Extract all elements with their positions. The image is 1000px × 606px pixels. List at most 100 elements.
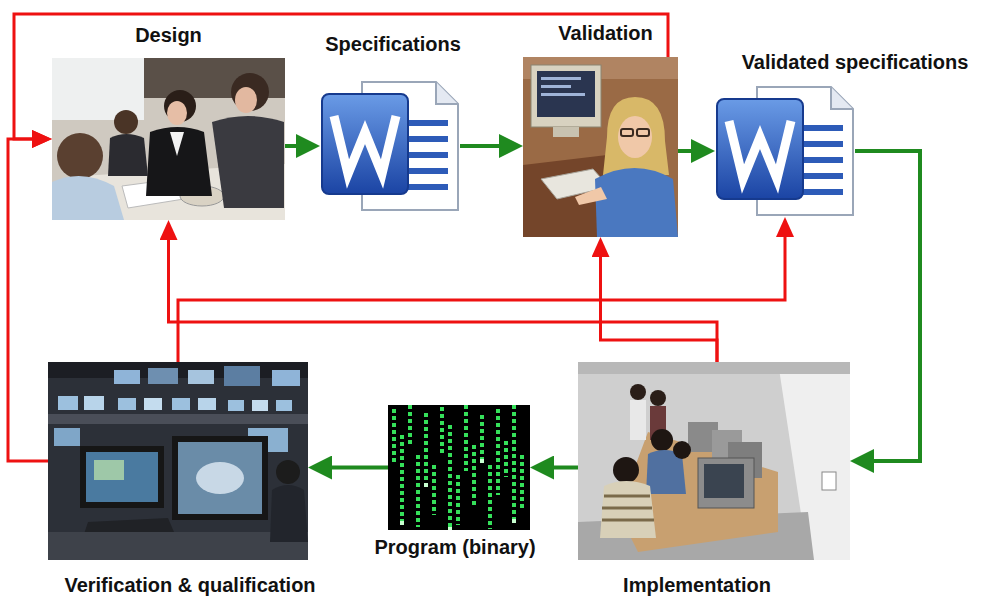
image-node: Program (binary) bbox=[388, 405, 530, 530]
control-room-photo-part bbox=[48, 414, 308, 424]
control-room-photo-part bbox=[48, 532, 308, 560]
meeting-photo-part bbox=[170, 132, 184, 156]
programming-lab-photo-part bbox=[650, 390, 666, 406]
tester-photo-part bbox=[541, 93, 585, 96]
tester-photo-part bbox=[537, 71, 595, 117]
image-node: Validation bbox=[523, 57, 678, 237]
tester-photo-part bbox=[531, 65, 601, 127]
flow-arrow bbox=[678, 149, 705, 153]
control-room-photo-part bbox=[80, 446, 164, 508]
control-room-photo-part bbox=[144, 398, 162, 410]
control-room-photo-part bbox=[276, 400, 292, 411]
binary-code-image-part-part bbox=[512, 519, 516, 523]
programming-lab-photo-part bbox=[578, 362, 850, 374]
feedback-arrow bbox=[601, 245, 718, 362]
image-node: Specifications bbox=[320, 80, 460, 212]
document-icon-part bbox=[322, 82, 458, 210]
label-group: Validation bbox=[558, 22, 652, 45]
programming-lab-photo-part bbox=[630, 400, 646, 440]
binary-code-image-part-part bbox=[424, 483, 428, 487]
meeting-photo-part bbox=[114, 110, 138, 134]
tester-photo-part bbox=[595, 168, 678, 237]
tester-photo-part bbox=[541, 77, 581, 80]
programming-lab-photo-part bbox=[698, 458, 754, 508]
control-room-photo-part bbox=[252, 400, 268, 411]
image-node: Implementation bbox=[578, 362, 850, 560]
label-group: Design bbox=[135, 24, 202, 47]
binary-code-image-part-part bbox=[400, 435, 404, 523]
binary-code-image-part bbox=[394, 405, 522, 529]
control-room-photo-part bbox=[84, 396, 104, 410]
tester-photo-part bbox=[553, 127, 579, 137]
binary-code-image-part-part bbox=[464, 405, 468, 471]
programming-lab-photo-part bbox=[613, 457, 639, 483]
meeting-photo-part bbox=[235, 87, 257, 113]
programming-lab-photo-part bbox=[822, 472, 836, 490]
tester-photo-part bbox=[637, 129, 649, 136]
programming-lab-photo-part bbox=[630, 384, 646, 400]
node-label: Specifications bbox=[325, 33, 461, 56]
binary-code-image-part-part bbox=[432, 465, 436, 515]
flow-arrow bbox=[318, 466, 388, 470]
control-room-photo-part bbox=[188, 370, 214, 384]
binary-code-image-part-part bbox=[456, 475, 460, 525]
control-room-photo-part bbox=[54, 428, 80, 446]
feedback-arrow bbox=[178, 225, 785, 362]
binary-code-image bbox=[388, 405, 530, 530]
meeting-photo-part bbox=[57, 133, 103, 179]
tester-photo bbox=[523, 57, 678, 237]
document-icon bbox=[322, 82, 458, 210]
label-group: Specifications bbox=[325, 33, 461, 56]
flow-arrow bbox=[460, 144, 513, 148]
programming-lab-photo-part bbox=[600, 481, 656, 538]
control-room-photo-part bbox=[172, 436, 268, 520]
node-label: Verification & qualification bbox=[64, 574, 315, 597]
label-group: Program (binary) bbox=[374, 536, 535, 559]
control-room-photo-part bbox=[48, 362, 308, 560]
programming-lab-photo-part bbox=[651, 429, 673, 451]
meeting-photo-part bbox=[146, 127, 212, 196]
tester-photo-part bbox=[618, 116, 652, 158]
control-room-photo-part bbox=[196, 462, 244, 494]
control-room-photo-part bbox=[178, 442, 262, 514]
node-label: Design bbox=[135, 24, 202, 47]
control-room-photo-part bbox=[228, 400, 244, 411]
control-room-photo-part bbox=[276, 460, 300, 484]
control-room-photo-part bbox=[172, 398, 190, 410]
image-node: Verification & qualification bbox=[48, 362, 308, 560]
control-room-photo-part bbox=[270, 485, 308, 542]
meeting-photo-part bbox=[52, 58, 285, 220]
meeting-photo-part bbox=[108, 134, 148, 176]
binary-code-image-part-part bbox=[520, 455, 524, 509]
programming-lab-photo-part bbox=[578, 362, 850, 560]
binary-code-image-part-part bbox=[496, 409, 500, 495]
binary-code-image-part-part bbox=[440, 407, 444, 455]
tester-photo-part bbox=[541, 85, 571, 88]
document-icon-part bbox=[717, 87, 853, 215]
binary-code-image-part-part bbox=[512, 405, 516, 521]
flow-arrow bbox=[855, 151, 920, 461]
image-node: Design bbox=[52, 58, 285, 220]
node-label: Validation bbox=[558, 22, 652, 45]
programming-lab-photo bbox=[578, 362, 850, 560]
label-group: Verification & qualification bbox=[64, 574, 315, 597]
binary-code-image-part-part bbox=[448, 527, 452, 530]
programming-lab-photo-part bbox=[602, 496, 654, 520]
binary-code-image-part-part bbox=[480, 415, 484, 461]
binary-code-image-part-part bbox=[416, 455, 420, 527]
meeting-photo-part bbox=[52, 176, 124, 220]
label-group: Implementation bbox=[623, 574, 771, 597]
label-group: Validated specifications bbox=[742, 51, 969, 74]
control-room-photo bbox=[48, 362, 308, 560]
control-room-photo-part bbox=[86, 452, 158, 502]
control-room-photo-part bbox=[224, 366, 260, 386]
control-room-photo-part bbox=[118, 398, 136, 410]
node-label: Implementation bbox=[623, 574, 771, 597]
control-room-photo-part bbox=[198, 398, 216, 410]
meeting-photo-part bbox=[52, 58, 144, 120]
flow-arrow bbox=[540, 466, 578, 470]
binary-code-image-part-part bbox=[488, 465, 492, 529]
